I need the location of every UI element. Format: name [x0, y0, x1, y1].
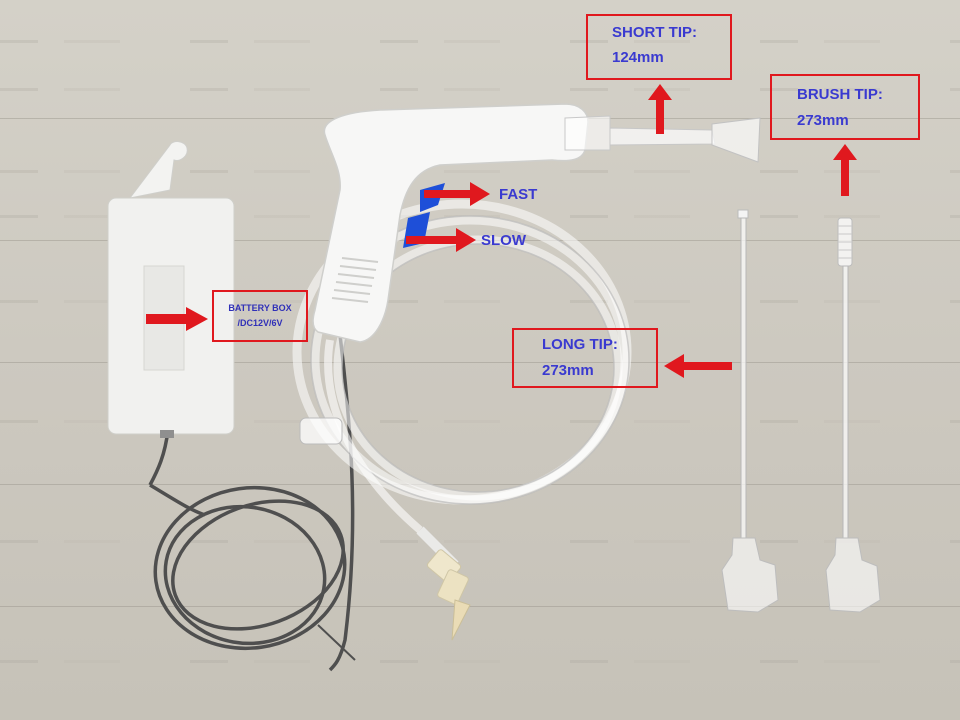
tubing-coil [292, 199, 632, 505]
long-tip [721, 209, 779, 613]
arrow-icon [424, 182, 490, 206]
battery-box-title: BATTERY BOX [228, 303, 292, 313]
battery-box-callout-box [212, 290, 308, 342]
short-tip-title: SHORT TIP: [612, 24, 697, 41]
tube-lead [324, 339, 423, 534]
brush-tip-title: BRUSH TIP: [797, 86, 883, 103]
short-tip-callout-box [586, 14, 732, 80]
brush-tip-length: 273mm [797, 112, 849, 129]
wood-grain [0, 420, 960, 423]
arrow-icon [664, 354, 732, 378]
roller-clamp [299, 417, 343, 445]
fast-label: FAST [499, 186, 538, 203]
wood-grain [0, 540, 960, 543]
battery-box-voltage: /DC12V/6V [237, 318, 283, 328]
wood-grain [0, 300, 960, 303]
long-tip-length: 273mm [542, 362, 594, 379]
arrow-icon [648, 84, 672, 134]
arrow-icon [146, 307, 208, 331]
wood-grain [0, 88, 960, 91]
slow-label: SLOW [481, 232, 526, 249]
arrow-icon [833, 144, 857, 196]
short-tip-length: 124mm [612, 49, 664, 66]
long-tip-title: LONG TIP: [542, 336, 618, 353]
long-tip-callout-box [512, 328, 658, 388]
wood-grain [0, 40, 960, 43]
floor-seam [0, 606, 960, 607]
brush-tip [825, 217, 881, 613]
floor-seam [0, 362, 960, 363]
brush-tip-callout-box [770, 74, 920, 140]
wood-grain [0, 660, 960, 663]
arrow-icon [406, 228, 476, 252]
spike-connector [426, 549, 471, 641]
wood-grain [0, 170, 960, 173]
floor-seam [0, 484, 960, 485]
